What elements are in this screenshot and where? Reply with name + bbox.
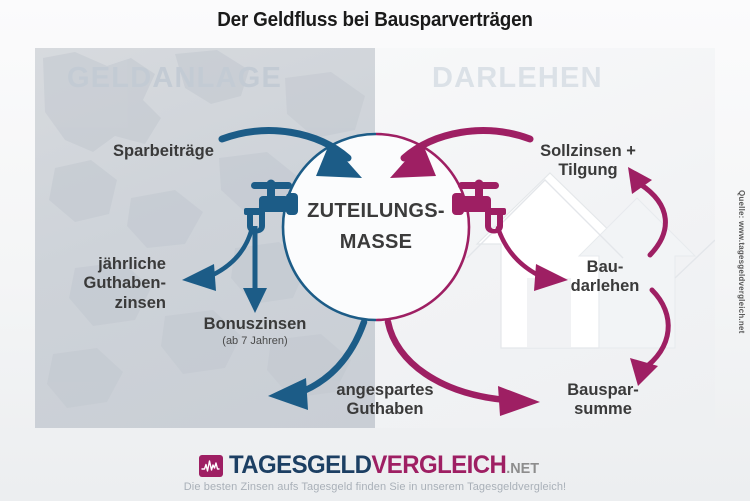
footer-branding: TAGESGELDVERGLEICH.NET Die besten Zinsen… bbox=[0, 453, 750, 494]
label-baudarlehen: Bau- darlehen bbox=[550, 258, 660, 297]
label-angespartes-line1: angespartes bbox=[336, 381, 434, 399]
label-sollzinsen-line2: Tilgung bbox=[558, 161, 618, 180]
label-bausparsumme-line2: summe bbox=[574, 400, 632, 419]
logo-part-tagesgeld: TAGESGELD bbox=[228, 451, 372, 479]
label-baudarlehen-line1: Bau- bbox=[586, 258, 624, 276]
label-guthabenzinsen-line1: jährliche bbox=[98, 255, 166, 273]
zuteilungsmasse-node: ZUTEILUNGS- MASSE bbox=[281, 132, 471, 322]
page-title: Der Geldfluss bei Bausparverträgen bbox=[217, 8, 533, 31]
label-sollzinsen: Sollzinsen + Tilgung bbox=[518, 142, 658, 181]
label-sparbeitraege: Sparbeiträge bbox=[113, 142, 214, 160]
zuteilungsmasse-line1: ZUTEILUNGS- bbox=[307, 200, 445, 222]
label-bausparsumme: Bauspar- summe bbox=[548, 381, 658, 420]
label-guthabenzinsen-line3: zinsen bbox=[114, 293, 166, 312]
label-guthabenzinsen: jährliche Guthaben- zinsen bbox=[58, 255, 167, 313]
zuteilungsmasse-label: ZUTEILUNGS- MASSE bbox=[281, 132, 471, 322]
label-angespartes-line2: Guthaben bbox=[346, 400, 424, 419]
label-bonuszinsen-main: Bonuszinsen bbox=[203, 315, 307, 333]
logo-part-vergleich: VERGLEICH bbox=[370, 451, 506, 479]
logo[interactable]: TAGESGELDVERGLEICH.NET bbox=[198, 453, 552, 478]
label-bausparsumme-line1: Bauspar- bbox=[567, 381, 639, 399]
label-baudarlehen-line2: darlehen bbox=[570, 277, 640, 296]
label-sollzinsen-line1: Sollzinsen + bbox=[540, 142, 636, 160]
source-credit: Quelle: www.tagesgeldvergleich.net bbox=[737, 190, 746, 334]
label-bonuszinsen: Bonuszinsen (ab 7 Jahren) bbox=[190, 315, 320, 348]
footer-tagline: Die besten Zinsen aufs Tagesgeld finden … bbox=[183, 481, 567, 493]
zuteilungsmasse-line2: MASSE bbox=[339, 231, 413, 253]
logo-wordmark: TAGESGELDVERGLEICH.NET bbox=[229, 453, 539, 478]
label-angespartes-guthaben: angespartes Guthaben bbox=[320, 381, 450, 420]
label-guthabenzinsen-line2: Guthaben- bbox=[83, 274, 167, 293]
logo-part-net: .NET bbox=[505, 460, 539, 477]
label-bonuszinsen-sub: (ab 7 Jahren) bbox=[222, 335, 288, 348]
panel-heading-darlehen: DARLEHEN bbox=[432, 62, 603, 94]
panel-heading-geldanlage: GELDANLAGE bbox=[67, 62, 282, 94]
pulse-chart-icon bbox=[198, 454, 223, 477]
